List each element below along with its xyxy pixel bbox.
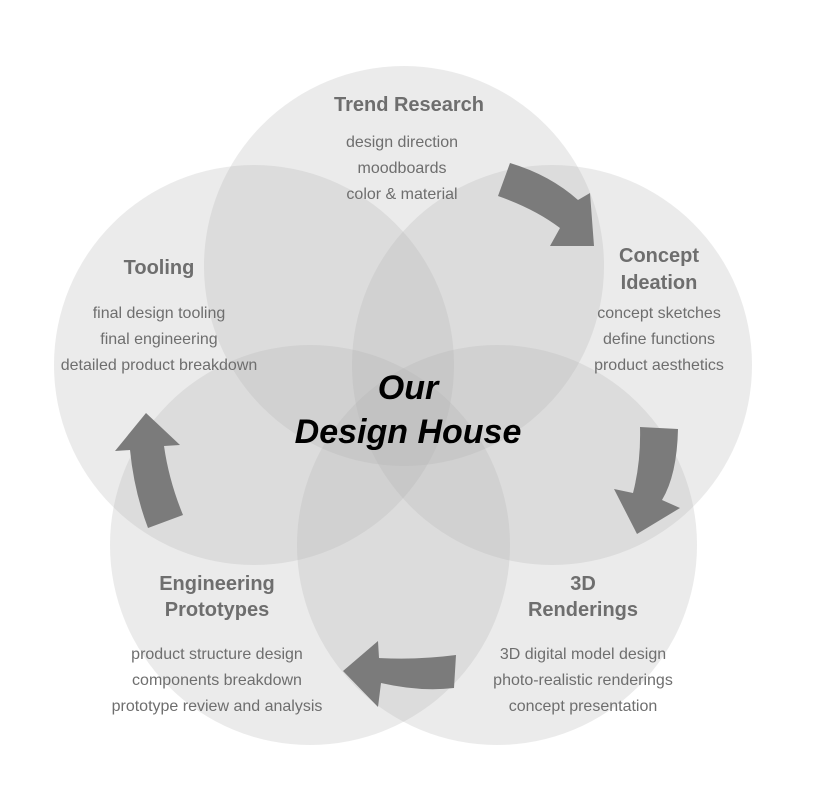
stage-title: Tooling — [124, 257, 195, 279]
stage-item: product structure design — [131, 646, 303, 663]
stage-item: photo-realistic renderings — [493, 672, 673, 689]
center-title-line-1: Our — [378, 369, 440, 407]
stage-item: final design tooling — [93, 305, 226, 322]
stage-item: define functions — [603, 331, 715, 348]
stage-item: color & material — [346, 186, 457, 203]
stage-item: concept sketches — [597, 305, 721, 322]
stage-item: product aesthetics — [594, 357, 724, 374]
stage-tooling: Tooling final design tooling final engin… — [61, 257, 258, 374]
center-title-line-2: Design House — [295, 413, 522, 451]
stage-item: prototype review and analysis — [112, 698, 323, 715]
stage-3d-renderings: 3D Renderings 3D digital model design ph… — [493, 573, 673, 715]
stage-title: Renderings — [528, 599, 638, 621]
stage-title: Concept — [619, 245, 699, 267]
stage-trend-research: Trend Research design direction moodboar… — [334, 94, 484, 203]
cycle-arrows — [115, 163, 680, 707]
stage-concept-ideation: Concept Ideation concept sketches define… — [594, 245, 724, 374]
petal-3d-renderings — [297, 345, 697, 745]
petal-trend-research — [204, 66, 604, 466]
arrow-ideation-to-renderings — [614, 427, 680, 534]
stage-item: detailed product breakdown — [61, 357, 258, 374]
stage-item: final engineering — [100, 331, 217, 348]
stage-title: 3D — [570, 573, 596, 595]
arrow-research-to-ideation — [498, 163, 594, 246]
stage-title: Trend Research — [334, 94, 484, 116]
stage-item: 3D digital model design — [500, 646, 666, 663]
stage-title: Engineering — [159, 573, 275, 595]
stage-title: Ideation — [621, 272, 698, 294]
stage-item: concept presentation — [509, 698, 658, 715]
arrow-renderings-to-prototypes — [343, 641, 456, 707]
petal-engineering-prototypes — [110, 345, 510, 745]
stage-engineering-prototypes: Engineering Prototypes product structure… — [112, 573, 323, 715]
stage-item: design direction — [346, 134, 458, 151]
stage-item: components breakdown — [132, 672, 302, 689]
arrow-prototypes-to-tooling — [115, 413, 183, 528]
stage-item: moodboards — [358, 160, 447, 177]
stage-title: Prototypes — [165, 599, 269, 621]
